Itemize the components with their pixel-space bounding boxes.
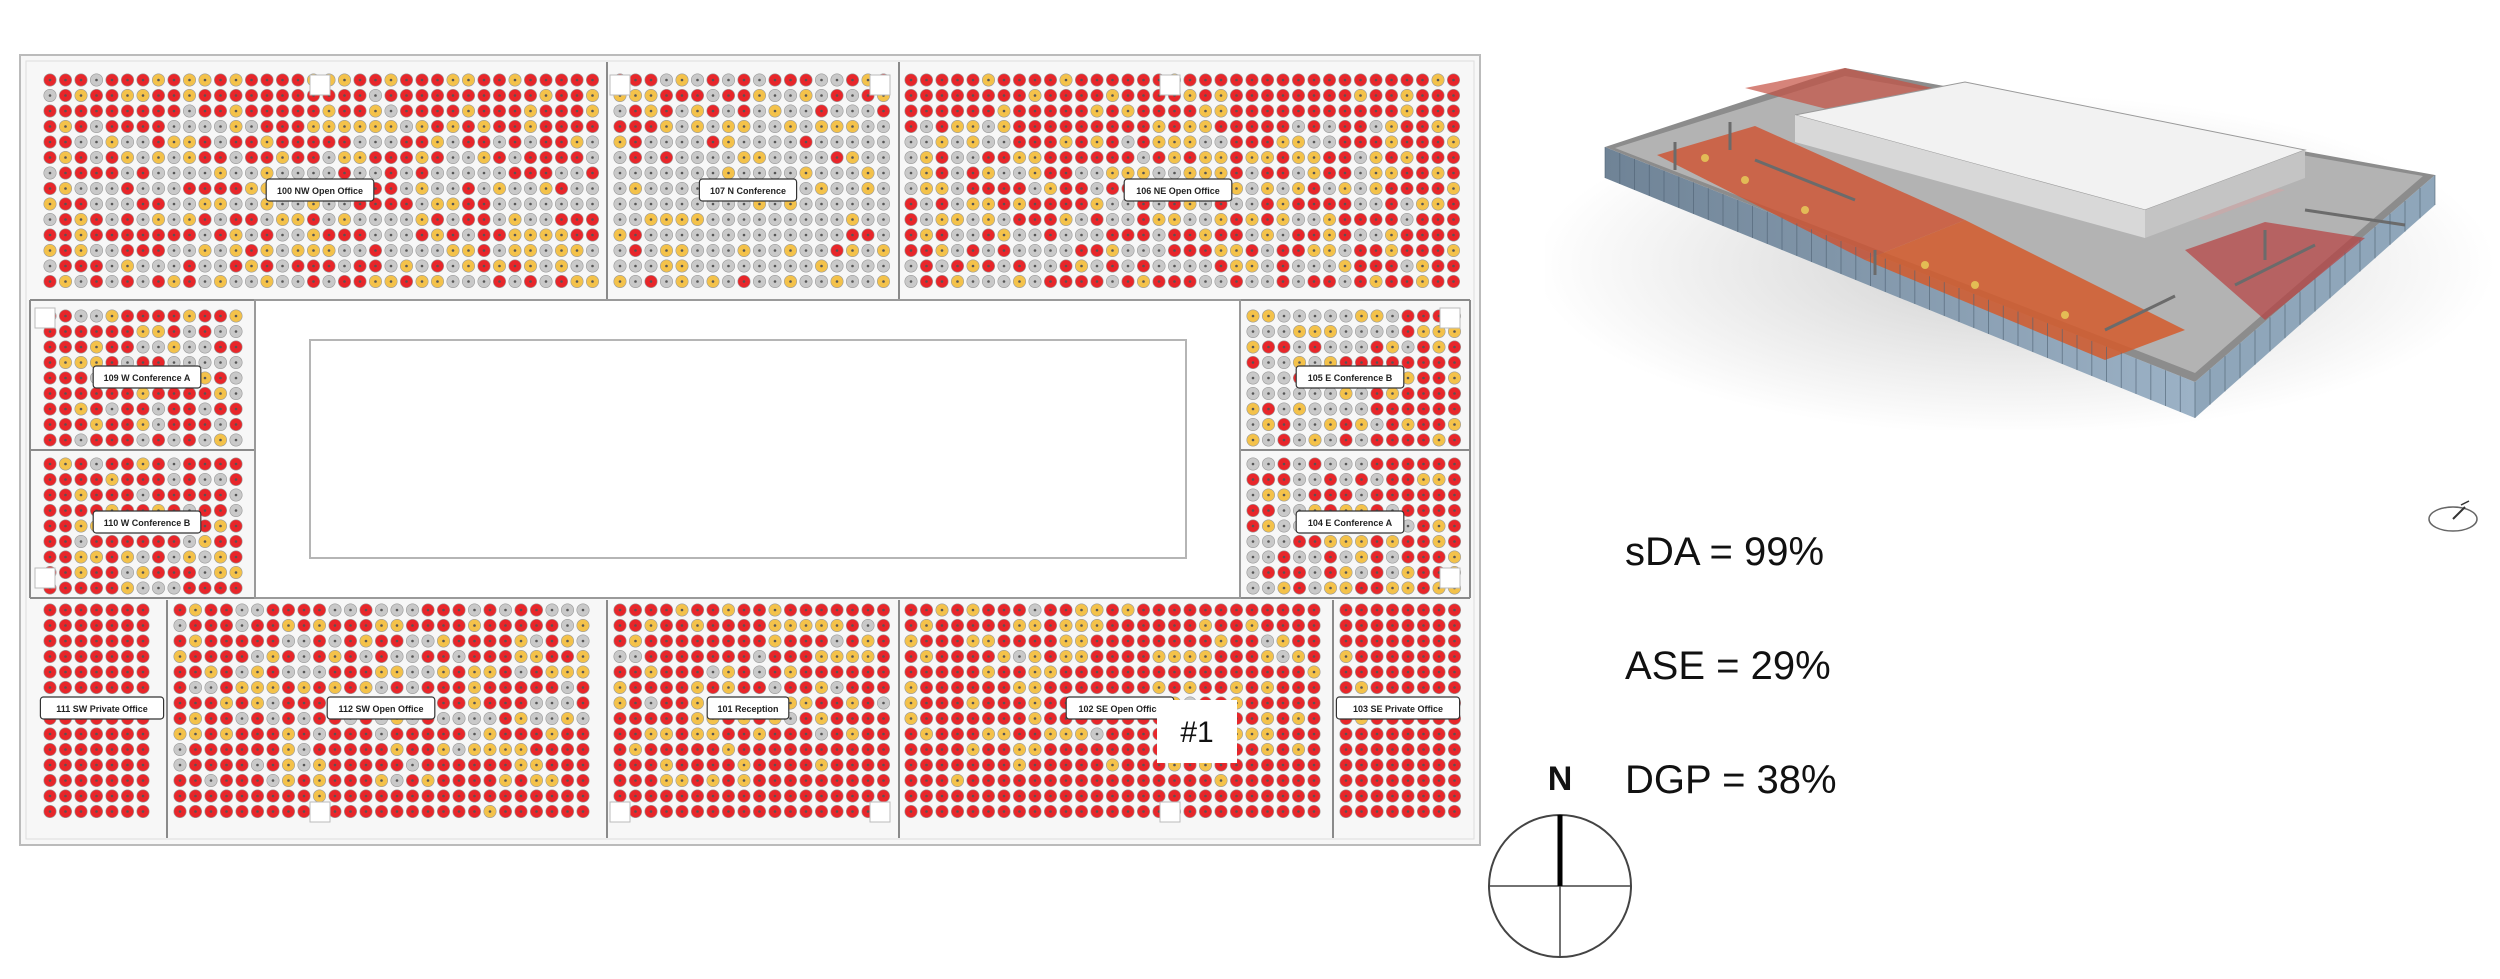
grid-r105	[1246, 309, 1462, 447]
grid-r111	[43, 603, 150, 818]
room-label-r104: 104 E Conference A	[1295, 510, 1405, 534]
view-orientation-icon	[2428, 500, 2478, 532]
room-label-r111: 111 SW Private Office	[39, 696, 165, 720]
compass-icon	[1488, 814, 1632, 958]
north-arrow: N	[1480, 760, 1640, 970]
room-label-r107: 107 N Conference	[698, 178, 798, 202]
room-label-r101: 101 Reception	[706, 696, 790, 720]
ase-value: ASE = 29%	[1625, 644, 1831, 688]
viewpoint-marker-label: #1	[1180, 716, 1213, 749]
viewpoint-marker: #1	[1157, 700, 1237, 763]
grid-r106	[904, 73, 1461, 288]
floor-plan: 100 NW Open Office 107 N Conference 106 NE…	[19, 54, 1481, 846]
north-label: N	[1547, 760, 1573, 798]
room-label-r109: 109 W Conference A	[92, 365, 202, 389]
dgp-value: DGP = 38%	[1625, 758, 1837, 802]
room-label-r103: 103 SE Private Office	[1335, 696, 1461, 720]
building-core	[254, 299, 1241, 599]
room-labels: 100 NW Open Office 107 N Conference 106 NE…	[39, 178, 1461, 720]
room-label-r110: 110 W Conference B	[92, 510, 202, 534]
room-label-r105: 105 E Conference B	[1295, 365, 1405, 389]
sda-value: sDA = 99%	[1625, 530, 1825, 574]
room-label-r112: 112 SW Open Office	[326, 696, 436, 720]
grid-r112	[173, 603, 590, 818]
perspective-view	[1545, 68, 2495, 430]
grid-r109	[43, 309, 243, 447]
room-label-r100: 100 NW Open Office	[265, 178, 375, 202]
room-label-r106: 106 NE Open Office	[1123, 178, 1233, 202]
grid-r102	[904, 603, 1321, 818]
